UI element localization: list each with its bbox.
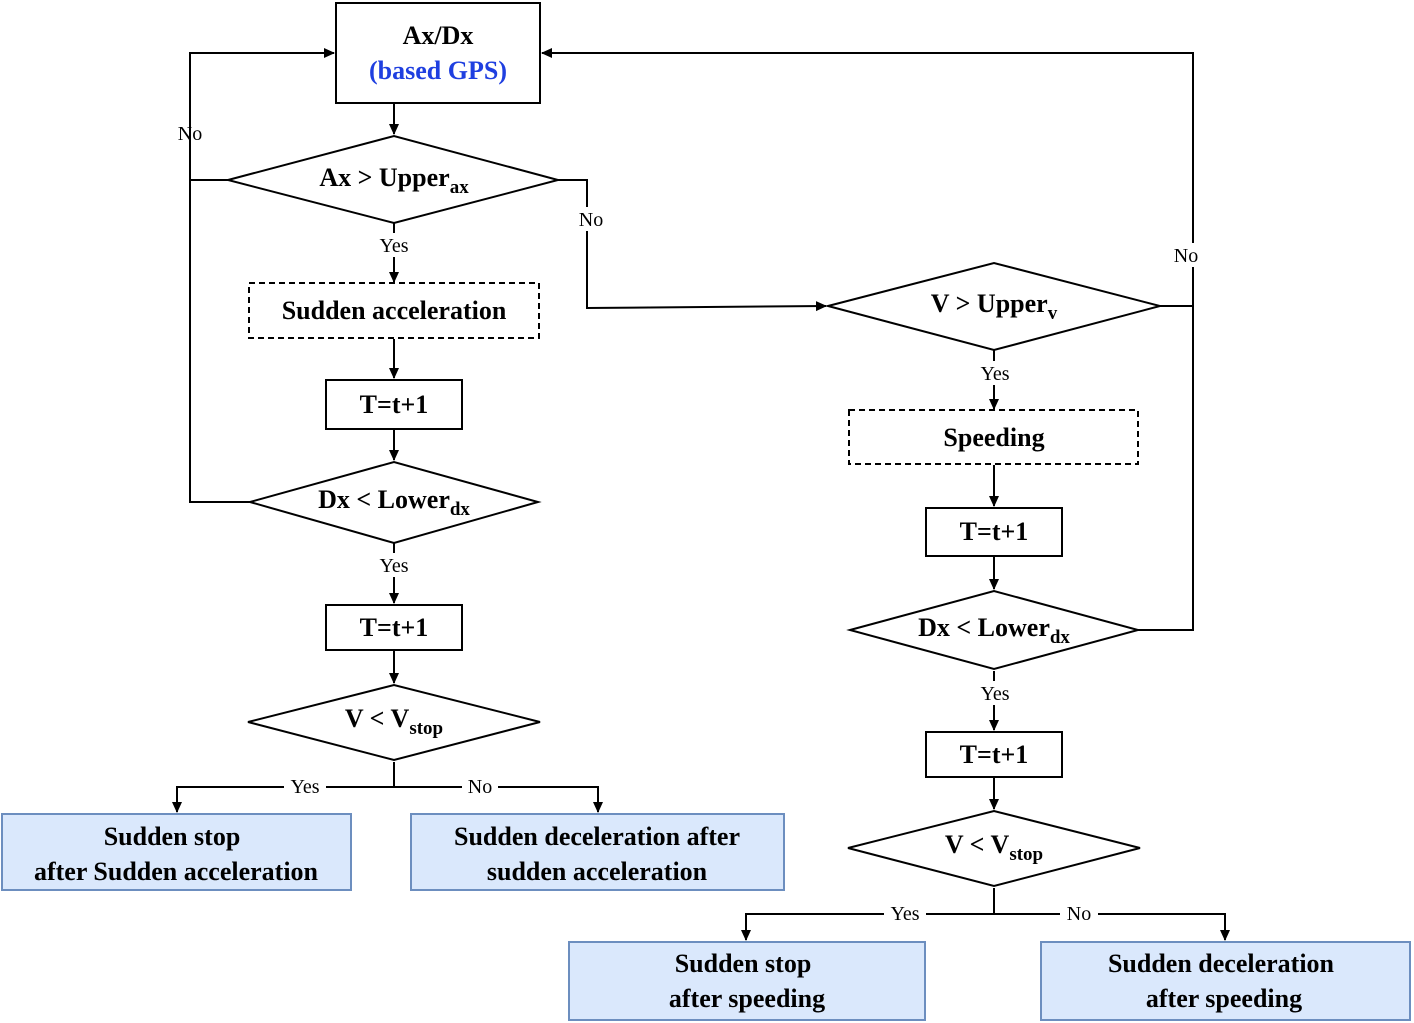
label-no-vstop-left: No	[468, 776, 492, 798]
result-sudden-stop-after-acceleration: Sudden stop after Sudden acceleration	[1, 813, 352, 891]
label-yes-vstop-left: Yes	[290, 776, 319, 798]
svg-text:Ax > Upperax: Ax > Upperax	[319, 163, 469, 198]
label-no-vstop-right: No	[1067, 903, 1091, 925]
edge-v-no-loop	[541, 48, 1194, 307]
result2-line1: Sudden deceleration after	[454, 822, 740, 851]
edge-labels: No Yes No Yes Yes No No Yes Yes Yes No	[178, 123, 1204, 925]
node-start: Ax/Dx (based GPS)	[335, 2, 541, 104]
label-yes-dx-left: Yes	[379, 555, 408, 577]
decision-ax-main: Ax > Upper	[319, 163, 449, 192]
t1-label: T=t+1	[360, 390, 429, 419]
edge-ax-no-to-v	[558, 179, 827, 312]
edge-dx-left-no-loop	[189, 180, 250, 503]
decision-dx-lower-left: Dx < Lowerdx	[246, 460, 542, 545]
svg-text:V < Vstop: V < Vstop	[945, 830, 1043, 865]
result3-line2: after speeding	[669, 984, 825, 1013]
decision-dx-left-sub: dx	[450, 499, 471, 520]
decision-dx-right-main: Dx < Lower	[918, 613, 1050, 642]
decision-dx-lower-right: Dx < Lowerdx	[846, 589, 1142, 671]
decision-vstop-left-sub: stop	[409, 718, 443, 739]
decision-vstop-right-sub: stop	[1009, 844, 1043, 865]
node-t1: T=t+1	[325, 379, 463, 430]
result1-line2: after Sudden acceleration	[34, 857, 319, 886]
start-title: Ax/Dx	[403, 21, 474, 50]
edge-dx-right-no-loop	[1138, 306, 1194, 631]
node-t3: T=t+1	[925, 507, 1063, 557]
result-sudden-deceleration-after-acceleration: Sudden deceleration after sudden acceler…	[410, 813, 785, 891]
decision-ax-sub: ax	[450, 177, 470, 198]
svg-text:V < Vstop: V < Vstop	[345, 704, 443, 739]
sudden-acceleration-label: Sudden acceleration	[282, 296, 507, 325]
result3-line1: Sudden stop	[675, 949, 812, 978]
node-t2: T=t+1	[325, 604, 463, 651]
label-yes-v: Yes	[980, 363, 1009, 385]
decision-ax-upper: Ax > Upperax	[224, 134, 562, 225]
speeding-label: Speeding	[943, 423, 1044, 452]
decision-vstop-left-main: V < V	[345, 704, 410, 733]
result4-line1: Sudden deceleration	[1108, 949, 1335, 978]
t2-label: T=t+1	[360, 613, 429, 642]
edge-vstop-right-yes	[741, 888, 995, 941]
edge-vstop-right-no	[994, 913, 1230, 941]
decision-vstop-left: V < Vstop	[247, 683, 541, 762]
node-t4: T=t+1	[925, 731, 1063, 778]
result1-line1: Sudden stop	[104, 822, 241, 851]
t3-label: T=t+1	[960, 517, 1029, 546]
label-yes-vstop-right: Yes	[890, 903, 919, 925]
decision-dx-right-sub: dx	[1050, 627, 1071, 648]
decision-v-main: V > Upper	[931, 289, 1048, 318]
node-speeding: Speeding	[848, 409, 1139, 465]
svg-text:V > Upperv: V > Upperv	[931, 289, 1058, 324]
label-yes-ax: Yes	[379, 235, 408, 257]
start-subtitle: (based GPS)	[369, 56, 507, 85]
decision-vstop-right: V < Vstop	[847, 809, 1141, 888]
result2-line2: sudden acceleration	[487, 857, 708, 886]
label-no-right-loop: No	[1174, 245, 1198, 267]
connectors	[172, 48, 1230, 941]
node-sudden-acceleration: Sudden acceleration	[248, 282, 540, 339]
t4-label: T=t+1	[960, 740, 1029, 769]
result4-line2: after speeding	[1146, 984, 1302, 1013]
label-no-left-loop: No	[178, 123, 202, 145]
svg-text:Dx < Lowerdx: Dx < Lowerdx	[318, 485, 470, 520]
decision-dx-left-main: Dx < Lower	[318, 485, 450, 514]
label-yes-dx-right: Yes	[980, 683, 1009, 705]
svg-text:Dx < Lowerdx: Dx < Lowerdx	[918, 613, 1070, 648]
decision-v-sub: v	[1048, 303, 1058, 324]
decision-vstop-right-main: V < V	[945, 830, 1010, 859]
result-sudden-stop-after-speeding: Sudden stop after speeding	[568, 941, 926, 1021]
label-no-ax: No	[579, 209, 603, 231]
decision-v-upper: V > Upperv	[824, 261, 1164, 352]
edge-ax-no-loop	[189, 48, 335, 181]
result-sudden-deceleration-after-speeding: Sudden deceleration after speeding	[1040, 941, 1411, 1021]
